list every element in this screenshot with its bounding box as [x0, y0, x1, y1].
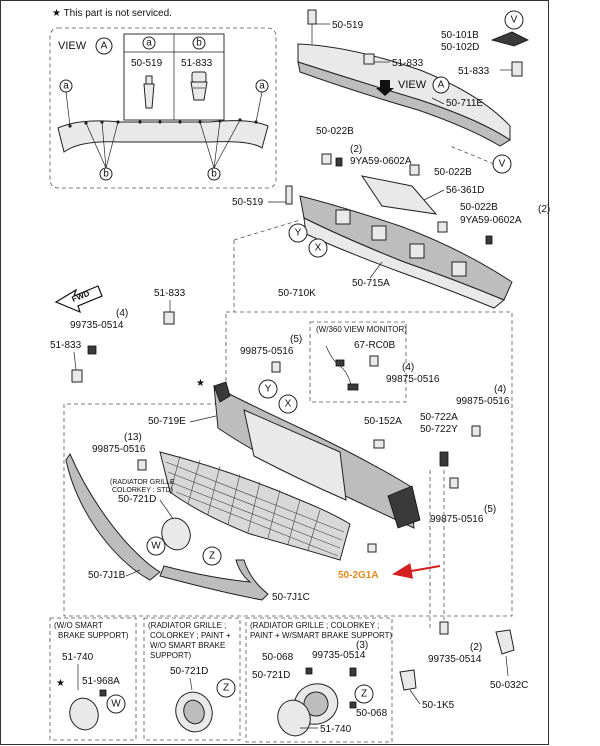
label-50-022b-1: 50-022B [316, 126, 354, 137]
label-qty-5a: (5) [290, 334, 302, 345]
callout-v-top: V [511, 15, 518, 26]
label-qty-5b: (5) [484, 504, 496, 515]
label-51-833-left: 51-833 [154, 288, 186, 299]
callout-v-bottom: V [499, 159, 506, 170]
label-50-715a: 50-715A [352, 278, 390, 289]
callout-y-lower: Y [265, 384, 272, 395]
radiator-grille-mesh [159, 451, 351, 561]
label-qty-4c: (4) [494, 384, 506, 395]
view-a-part-a: 50-519 [131, 58, 163, 69]
star-marker: ★ [196, 378, 205, 389]
label-50-152a: 50-152A [364, 416, 402, 427]
label-50-022b-3: 50-022B [460, 202, 498, 213]
label-qty-2c: (2) [470, 642, 482, 653]
sub1-callout-w: W [111, 699, 121, 710]
label-50-519-top: 50-519 [332, 20, 364, 31]
label-51-833-right: 51-833 [458, 66, 490, 77]
label-99875-0516-1: 99875-0516 [240, 346, 294, 357]
label-grille-std-2: COLORKEY : STD) [112, 487, 173, 494]
label-qty-2a: (2) [350, 144, 362, 155]
upper-shroud [297, 9, 511, 147]
view-a-arrow-icon [376, 80, 394, 96]
label-51-833-left2: 51-833 [50, 340, 82, 351]
sub3-label-50-068b: 50-068 [356, 708, 388, 719]
sub1-title-1: (W/O SMART [54, 621, 103, 630]
sub2-title-3: W/O SMART BRAKE [150, 641, 225, 650]
sub3-callout-z: Z [361, 689, 367, 700]
view-a-letter: A [101, 41, 108, 52]
sub3-label-50-721d: 50-721D [252, 670, 290, 681]
sub3-label-51-740: 51-740 [320, 724, 352, 735]
sub1-star: ★ [56, 678, 65, 689]
view-a-col-b: b [196, 38, 202, 49]
view-a-callout-b-l: b [103, 169, 109, 180]
sub2-title-4: SUPPORT) [150, 651, 192, 660]
label-99875-0516-2: 99875-0516 [386, 374, 440, 385]
label-51-833-top: 51-833 [392, 58, 424, 69]
view-a-title: VIEW [58, 40, 87, 52]
label-qty-4a: (4) [116, 308, 128, 319]
sub2-callout-z: Z [223, 683, 229, 694]
sub3-label-50-068a: 50-068 [262, 652, 294, 663]
callout-x-upper: X [315, 243, 322, 254]
sub1-label-51-740: 51-740 [62, 652, 94, 663]
label-50-519-mid: 50-519 [232, 197, 264, 208]
view-a-part-b: 51-833 [181, 58, 213, 69]
sub3-title-2: PAINT + W/SMART BRAKE SUPPORT) [250, 631, 393, 640]
label-9ya59-1: 9YA59-0602A [350, 156, 412, 167]
fwd-arrow-icon: FWD [54, 285, 103, 314]
not-serviced-note: ★ This part is not serviced. [52, 8, 172, 19]
label-50-719e: 50-719E [148, 416, 186, 427]
view-a-col-a: a [146, 38, 152, 49]
view-a-panel: VIEW A a b 50-519 51-833 a a b [49, 27, 277, 189]
label-56-361d: 56-361D [446, 185, 484, 196]
grille-frame [213, 381, 421, 529]
sub1-title-2: BRAKE SUPPORT) [58, 631, 129, 640]
label-view-a-arrow: VIEW [398, 79, 427, 91]
label-99735-0514-1: 99735-0514 [70, 320, 124, 331]
sub2-title-2: COLORKEY ; PAINT + [150, 631, 231, 640]
label-50-1k5: 50-1K5 [422, 700, 455, 711]
label-50-022b-2: 50-022B [434, 167, 472, 178]
callout-z-main: Z [209, 551, 215, 562]
view-a-callout-b-r: b [211, 169, 217, 180]
label-50-032c: 50-032C [490, 680, 528, 691]
label-qty-2b: (2) [538, 204, 550, 215]
label-99875-0516-5: 99875-0516 [430, 514, 484, 525]
sub2-label-50-721d: 50-721D [170, 666, 208, 677]
label-50-722y: 50-722Y [420, 424, 458, 435]
label-9ya59-2: 9YA59-0602A [460, 215, 522, 226]
label-grille-std-1: (RADIATOR GRILLE [110, 479, 175, 486]
sub3-label-qty3: (3) [356, 640, 368, 651]
radiator-shroud-upper [299, 195, 513, 309]
label-50-711e: 50-711E [446, 98, 483, 109]
sub2-title-1: (RADIATOR GRILLE ; [148, 621, 226, 630]
label-99735-0514-2: 99735-0514 [428, 654, 482, 665]
label-50-721d: 50-721D [118, 494, 156, 505]
label-qty-13: (13) [124, 432, 142, 443]
label-50-722a: 50-722A [420, 412, 458, 423]
label-50-7j1c: 50-7J1C [272, 592, 310, 603]
label-67-rc0b: 67-RC0B [354, 340, 395, 351]
highlight-arrow [392, 563, 441, 579]
callout-a-arrow: A [438, 80, 445, 91]
label-50-7j1b: 50-7J1B [88, 570, 126, 581]
callout-x-lower: X [285, 399, 292, 410]
view-a-callout-a-l: a [63, 81, 69, 92]
label-50-102d: 50-102D [441, 42, 479, 53]
callout-y-upper: Y [295, 228, 302, 239]
label-monitor-box: (W/360 VIEW MONITOR) [316, 325, 407, 334]
view-a-callout-a-r: a [259, 81, 265, 92]
label-50-2g1a: 50-2G1A [338, 570, 379, 581]
callout-w-main: W [151, 541, 161, 552]
label-99875-0516-3: 99875-0516 [456, 396, 510, 407]
label-50-101b: 50-101B [441, 30, 479, 41]
label-qty-4b: (4) [402, 362, 414, 373]
label-99875-0516-4: 99875-0516 [92, 444, 146, 455]
label-50-710k: 50-710K [278, 288, 316, 299]
sub3-title-1: (RADIATOR GRILLE ; COLORKEY ; [250, 621, 379, 630]
sub1-label-51-968a: 51-968A [82, 676, 120, 687]
sub3-label-99735: 99735-0514 [312, 650, 366, 661]
